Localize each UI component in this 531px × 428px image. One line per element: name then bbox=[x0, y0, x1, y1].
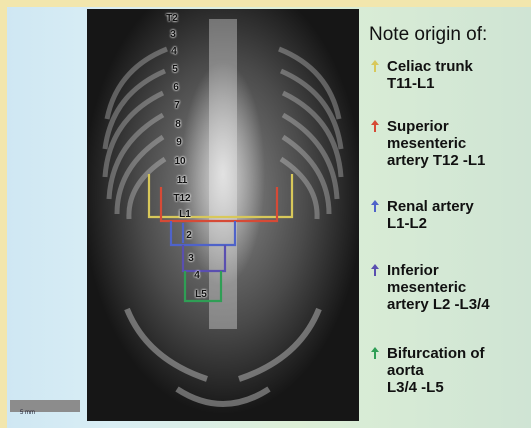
vertebra-label-l5: L5 bbox=[186, 289, 216, 300]
vertebra-label-11: 11 bbox=[167, 175, 197, 186]
abdominal-xray-image: T2 3 4 5 6 7 8 9 10 11 T12 L1 2 3 4 L5 bbox=[87, 9, 359, 421]
vertebra-label-6: 6 bbox=[161, 82, 191, 93]
ima-arrow-icon bbox=[371, 264, 379, 276]
legend-label-celiac: Celiac trunk T11-L1 bbox=[387, 58, 473, 92]
vertebra-label-4: 4 bbox=[159, 46, 189, 57]
vertebra-label-10: 10 bbox=[165, 156, 195, 167]
scale-bar: 5 mm bbox=[10, 400, 80, 412]
vertebra-label-2: 2 bbox=[174, 230, 204, 241]
vertebra-label-8: 8 bbox=[163, 119, 193, 130]
renal-arrow-icon bbox=[371, 200, 379, 212]
bifurcation-arrow-icon bbox=[371, 347, 379, 359]
vertebra-label-l1: L1 bbox=[170, 209, 200, 220]
vertebra-label-9: 9 bbox=[164, 137, 194, 148]
vertebra-label-t12: T12 bbox=[167, 193, 197, 204]
vertebra-label-3: 3 bbox=[158, 29, 188, 40]
vertebra-label-3-lumbar: 3 bbox=[176, 253, 206, 264]
sma-arrow-icon bbox=[371, 120, 379, 132]
vertebra-label-5: 5 bbox=[160, 64, 190, 75]
spine-shadow bbox=[209, 19, 237, 329]
legend-label-ima: Inferior mesenteric artery L2 -L3/4 bbox=[387, 262, 490, 313]
scale-bar-label: 5 mm bbox=[20, 410, 35, 416]
legend-label-sma: Superior mesenteric artery T12 -L1 bbox=[387, 118, 485, 169]
legend-label-bifurcation: Bifurcation of aorta L3/4 -L5 bbox=[387, 345, 485, 396]
legend-label-renal: Renal artery L1-L2 bbox=[387, 198, 474, 232]
xray-overlay bbox=[87, 9, 359, 421]
celiac-arrow-icon bbox=[371, 60, 379, 72]
vertebra-label-7: 7 bbox=[162, 100, 192, 111]
vertebra-label-4-lumbar: 4 bbox=[182, 270, 212, 281]
vertebra-label-t2: T2 bbox=[157, 13, 187, 24]
note-title: Note origin of: bbox=[369, 24, 487, 46]
